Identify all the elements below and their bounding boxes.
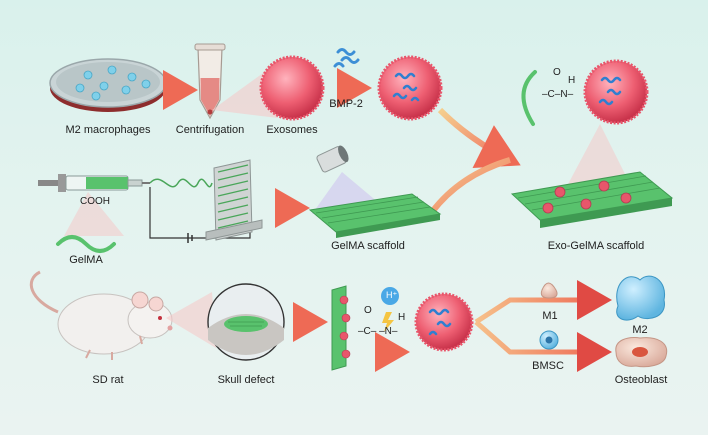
amide-bond-bottom: –C– –N– [358,326,398,337]
label-centrifugation: Centrifugation [175,124,245,136]
zoom-cone [64,192,124,236]
exosome [259,55,325,121]
proton-label: H⁺ [386,290,398,300]
label-skull-defect: Skull defect [217,374,275,386]
amide-hydrogen-bottom: H [398,312,406,323]
label-sd-rat: SD rat [92,374,124,386]
gelma-strand [56,235,116,253]
proton-icon [381,287,399,305]
petri-dish [49,58,167,112]
zoom-cone [566,124,632,188]
label-m1: M1 [542,310,558,322]
bmsc-cell [539,330,559,350]
exo-gelma-scaffold [510,171,674,228]
bmp2-protein-icon [333,48,360,68]
amide-oxygen-bottom: O [364,305,372,316]
label-osteoblast: Osteoblast [614,374,668,386]
functionalised-exosome [521,59,649,126]
label-bmp2: BMP-2 [329,98,363,110]
label-exo-gelma-scaffold: Exo-GelMA scaffold [547,240,645,252]
osteoblast-cell [615,337,668,368]
amide-hydrogen: H [568,75,576,86]
exosome-released [414,292,474,352]
branch-arrow-bmsc [474,320,612,372]
zoom-cone [212,68,278,118]
label-m2-macrophages: M2 macrophages [65,124,151,136]
label-bmsc: BMSC [532,360,564,372]
label-gelma-scaffold: GelMA scaffold [331,240,405,252]
merge-arrow-bottom [429,157,511,214]
collector-plate [205,159,263,241]
electrospun-fibre [149,178,213,188]
centrifuge-tube [194,43,226,120]
lightning-icon [382,312,394,332]
m1-cell [540,282,558,299]
label-gelma: GelMA [69,254,103,266]
m2-cell [616,275,666,321]
exosome-loaded [377,55,443,121]
amide-oxygen: O [553,67,561,78]
scaffold-strip [331,285,351,371]
label-cooh: COOH [80,196,110,207]
merge-arrow-top [437,107,521,169]
amide-bond: –C–N– [542,89,574,100]
syringe [38,174,150,192]
circuit-wire [149,187,251,239]
gelma-scaffold [308,193,442,238]
zoom-cone [166,292,216,348]
label-exosomes: Exosomes [266,124,318,136]
skull-defect [207,283,285,361]
label-m2: M2 [632,324,648,336]
branch-arrow-m1 [474,280,612,325]
rat [29,270,173,360]
